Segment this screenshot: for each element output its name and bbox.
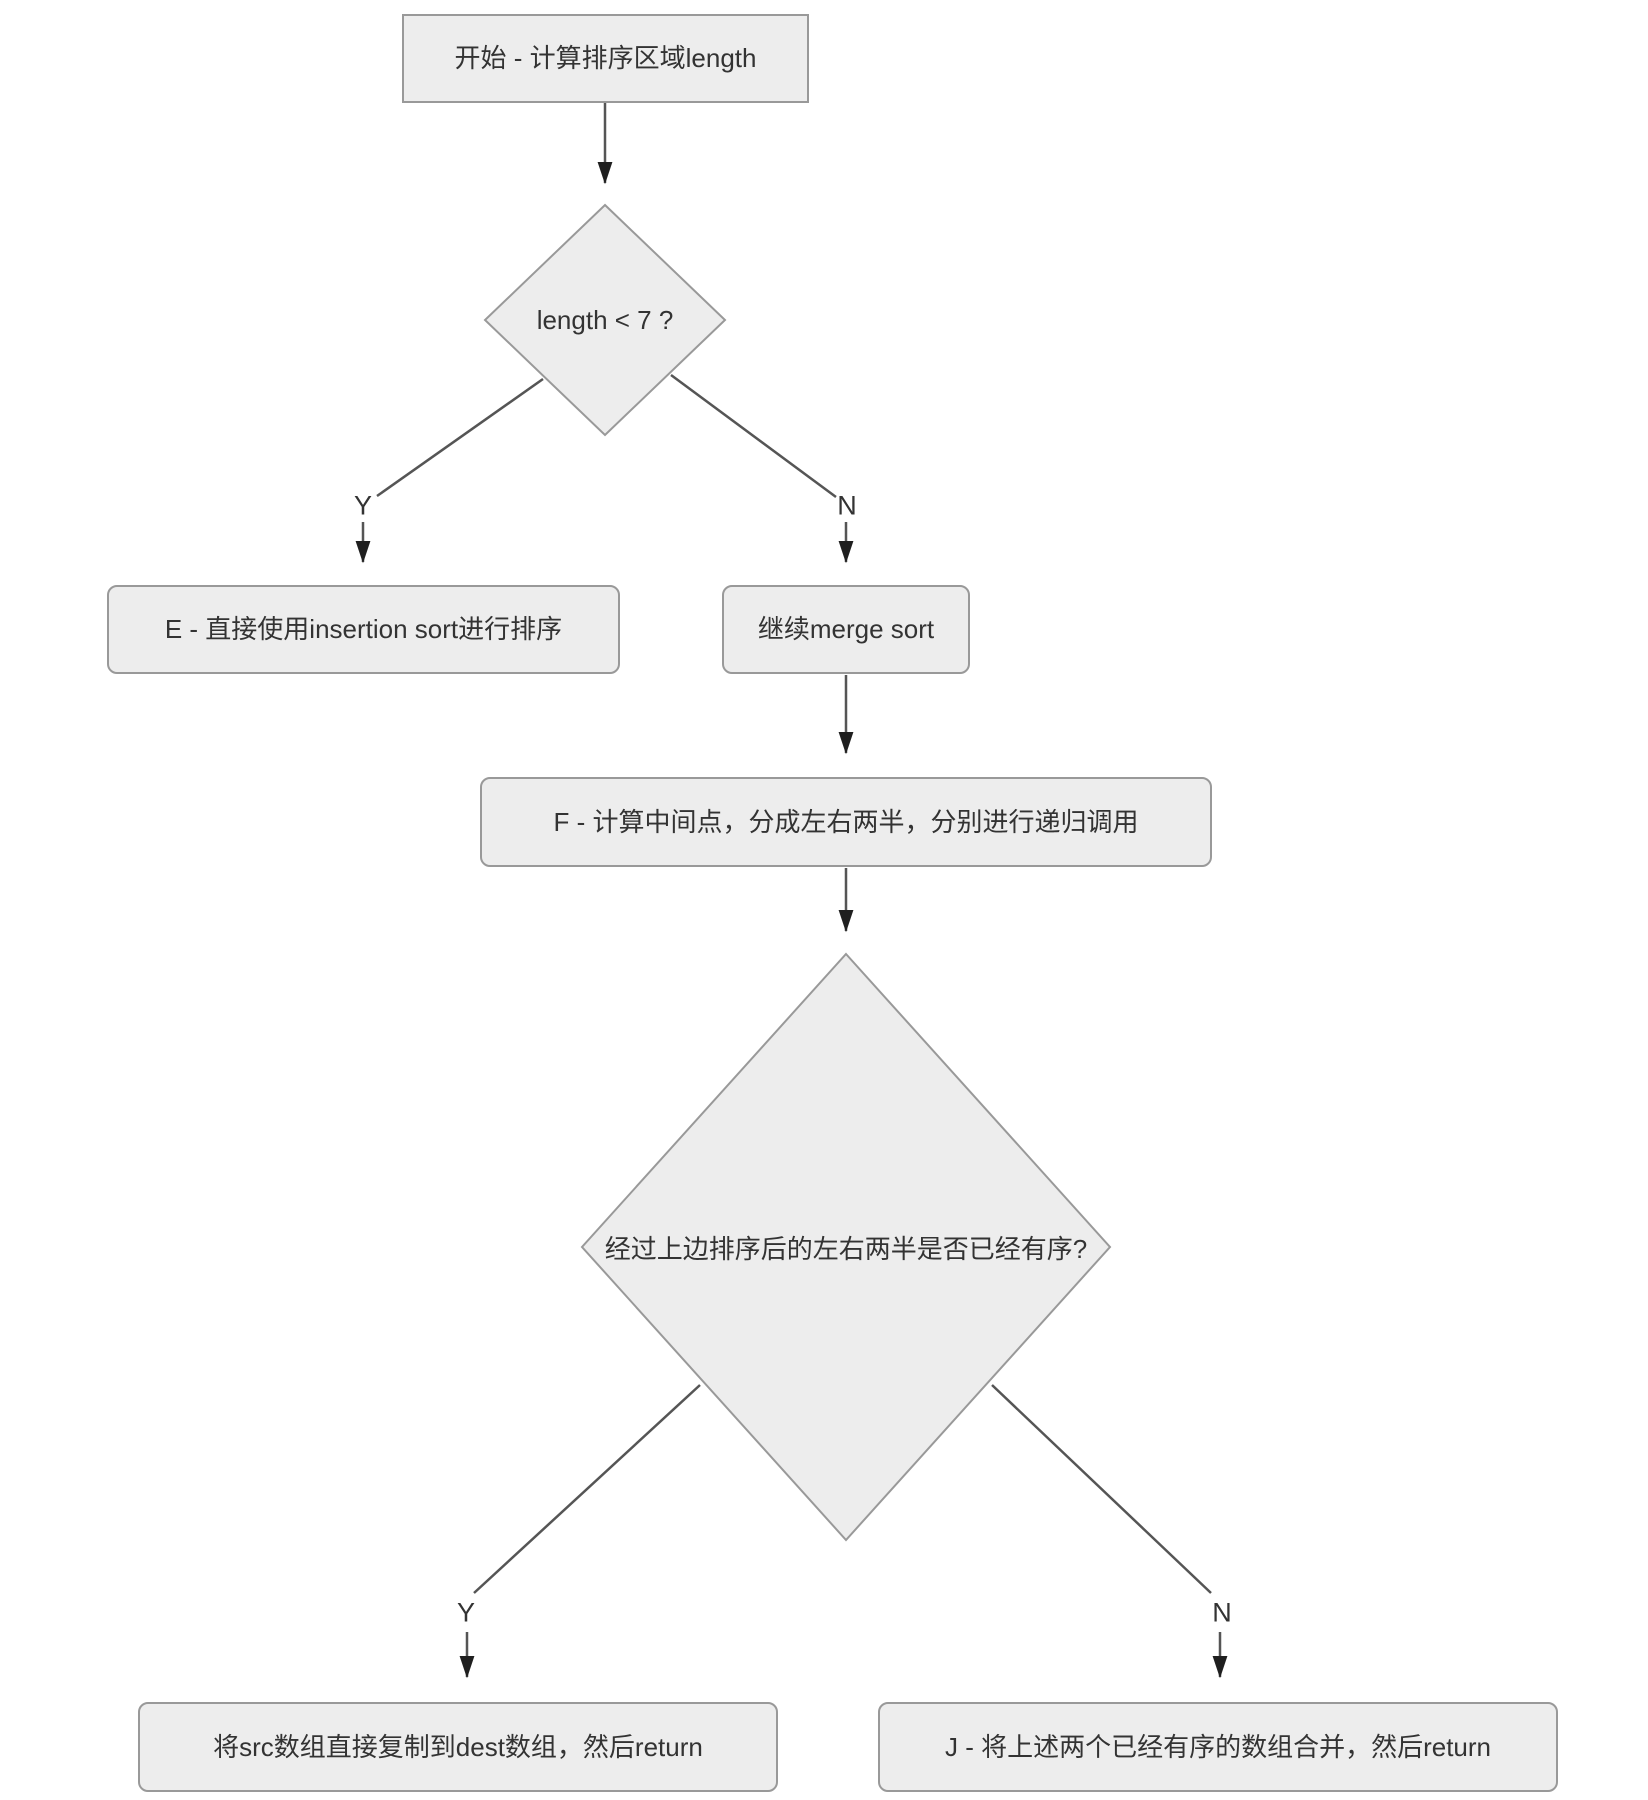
decision-length-diamond [483,203,727,437]
node-split-recurse: F - 计算中间点，分成左右两半，分别进行递归调用 [480,777,1212,867]
edge-decision1-to-y [376,377,544,498]
node-continue-merge: 继续merge sort [722,585,970,674]
edge-decision2-to-n [991,1384,1212,1594]
node-start: 开始 - 计算排序区域length [402,14,809,103]
edge-decision2-to-y [473,1384,701,1594]
decision-sorted-diamond [580,952,1112,1542]
node-merge-arrays: J - 将上述两个已经有序的数组合并，然后return [878,1702,1558,1792]
edge-label-y2: Y [456,1597,476,1628]
node-copy-src: 将src数组直接复制到dest数组，然后return [138,1702,778,1792]
edge-label-y1: Y [353,490,373,521]
edge-label-n1: N [837,490,857,521]
edge-decision1-to-n [670,373,837,499]
node-insertion-sort: E - 直接使用insertion sort进行排序 [107,585,620,674]
edge-label-n2: N [1212,1597,1232,1628]
